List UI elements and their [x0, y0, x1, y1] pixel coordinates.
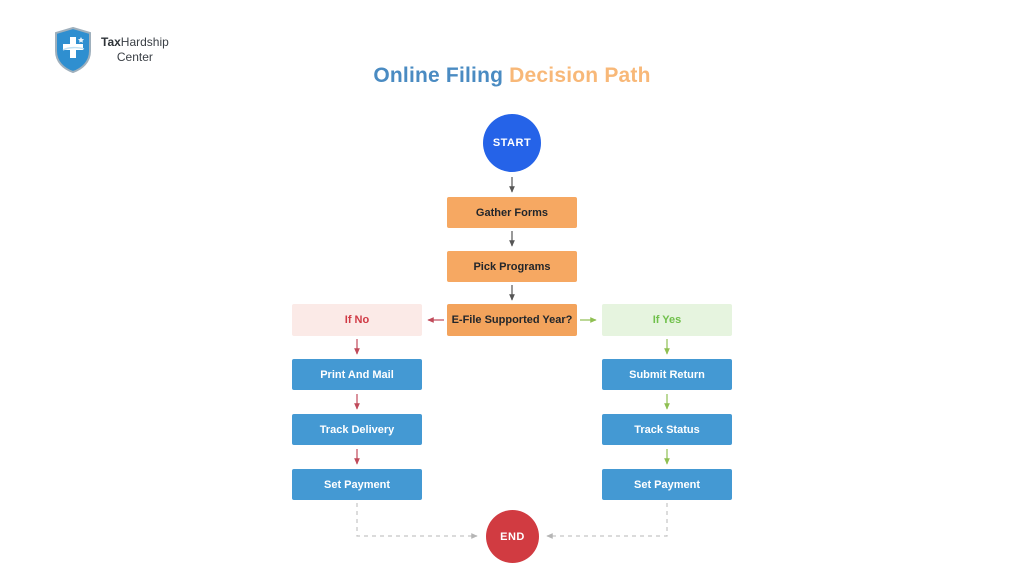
page-title-part1: Online Filing: [373, 64, 510, 87]
node-end: END: [486, 510, 539, 563]
page-title-part2: Decision Path: [509, 64, 651, 87]
shield-cross-icon: [55, 27, 91, 73]
brand-name-bold: Tax: [101, 35, 121, 49]
page-title: Online Filing Decision Path: [0, 64, 1024, 88]
brand-logo: TaxHardship Center: [54, 27, 169, 73]
node-start: START: [483, 114, 541, 172]
node-submit-return: Submit Return: [602, 359, 732, 390]
node-track-delivery: Track Delivery: [292, 414, 422, 445]
label-if-yes: If Yes: [602, 304, 732, 336]
brand-name: TaxHardship Center: [101, 27, 169, 65]
label-if-no: If No: [292, 304, 422, 336]
node-print-and-mail: Print And Mail: [292, 359, 422, 390]
node-set-payment-left: Set Payment: [292, 469, 422, 500]
brand-name-line2: Center: [116, 50, 153, 64]
node-pick-programs: Pick Programs: [447, 251, 577, 282]
node-set-payment-right: Set Payment: [602, 469, 732, 500]
brand-name-rest: Hardship: [120, 35, 169, 49]
node-track-status: Track Status: [602, 414, 732, 445]
node-decision-efile-supported: E-File Supported Year?: [447, 304, 577, 336]
node-gather-forms: Gather Forms: [447, 197, 577, 228]
